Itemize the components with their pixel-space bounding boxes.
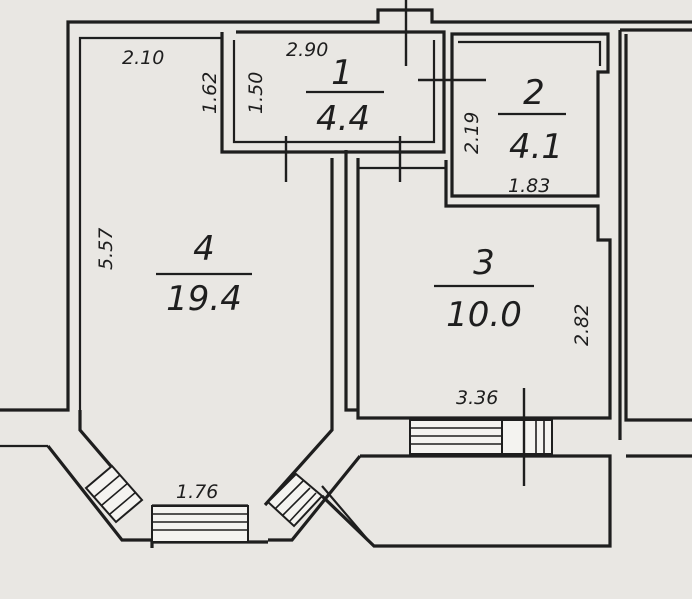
room-3-label: 3 10.0: [434, 243, 534, 335]
room-4-number: 4: [193, 229, 215, 269]
room-4-label: 4 19.4: [156, 229, 252, 319]
room-3-area: 10.0: [446, 295, 522, 335]
dim-room1-left-height-inner: 1.50: [245, 72, 267, 114]
dimension-labels: 2.10 5.57 1.76 2.90 1.62 1.50 2.19 1.83 …: [95, 39, 593, 503]
room-1-area: 4.4: [316, 99, 370, 139]
dim-room3-height: 2.82: [571, 304, 593, 346]
doors: [284, 0, 526, 486]
balcony-walls: [320, 454, 612, 548]
room-1-walls: [220, 30, 446, 154]
room-1-number: 1: [331, 53, 353, 93]
room-1-label: 1 4.4: [306, 53, 384, 139]
dim-room4-top-width: 2.10: [122, 47, 164, 69]
room-4-area: 19.4: [166, 279, 242, 319]
dim-room2-width: 1.83: [508, 175, 550, 197]
dim-room2-height: 2.19: [461, 112, 483, 154]
windows: [84, 419, 553, 543]
dim-room4-height: 5.57: [95, 228, 117, 270]
outer-walls: [0, 8, 692, 458]
dim-room3-width: 3.36: [456, 387, 498, 409]
room-3-walls: [330, 150, 612, 420]
room-2-area: 4.1: [509, 127, 563, 167]
room-2-label: 2 4.1: [498, 73, 566, 167]
room-2-walls: [450, 32, 610, 198]
room-3-number: 3: [473, 243, 495, 283]
dim-room1-left-height-outer: 1.62: [199, 72, 221, 114]
room-2-number: 2: [523, 73, 545, 113]
dim-room1-width: 2.90: [286, 39, 328, 61]
dim-room4-bay-width: 1.76: [176, 481, 218, 503]
